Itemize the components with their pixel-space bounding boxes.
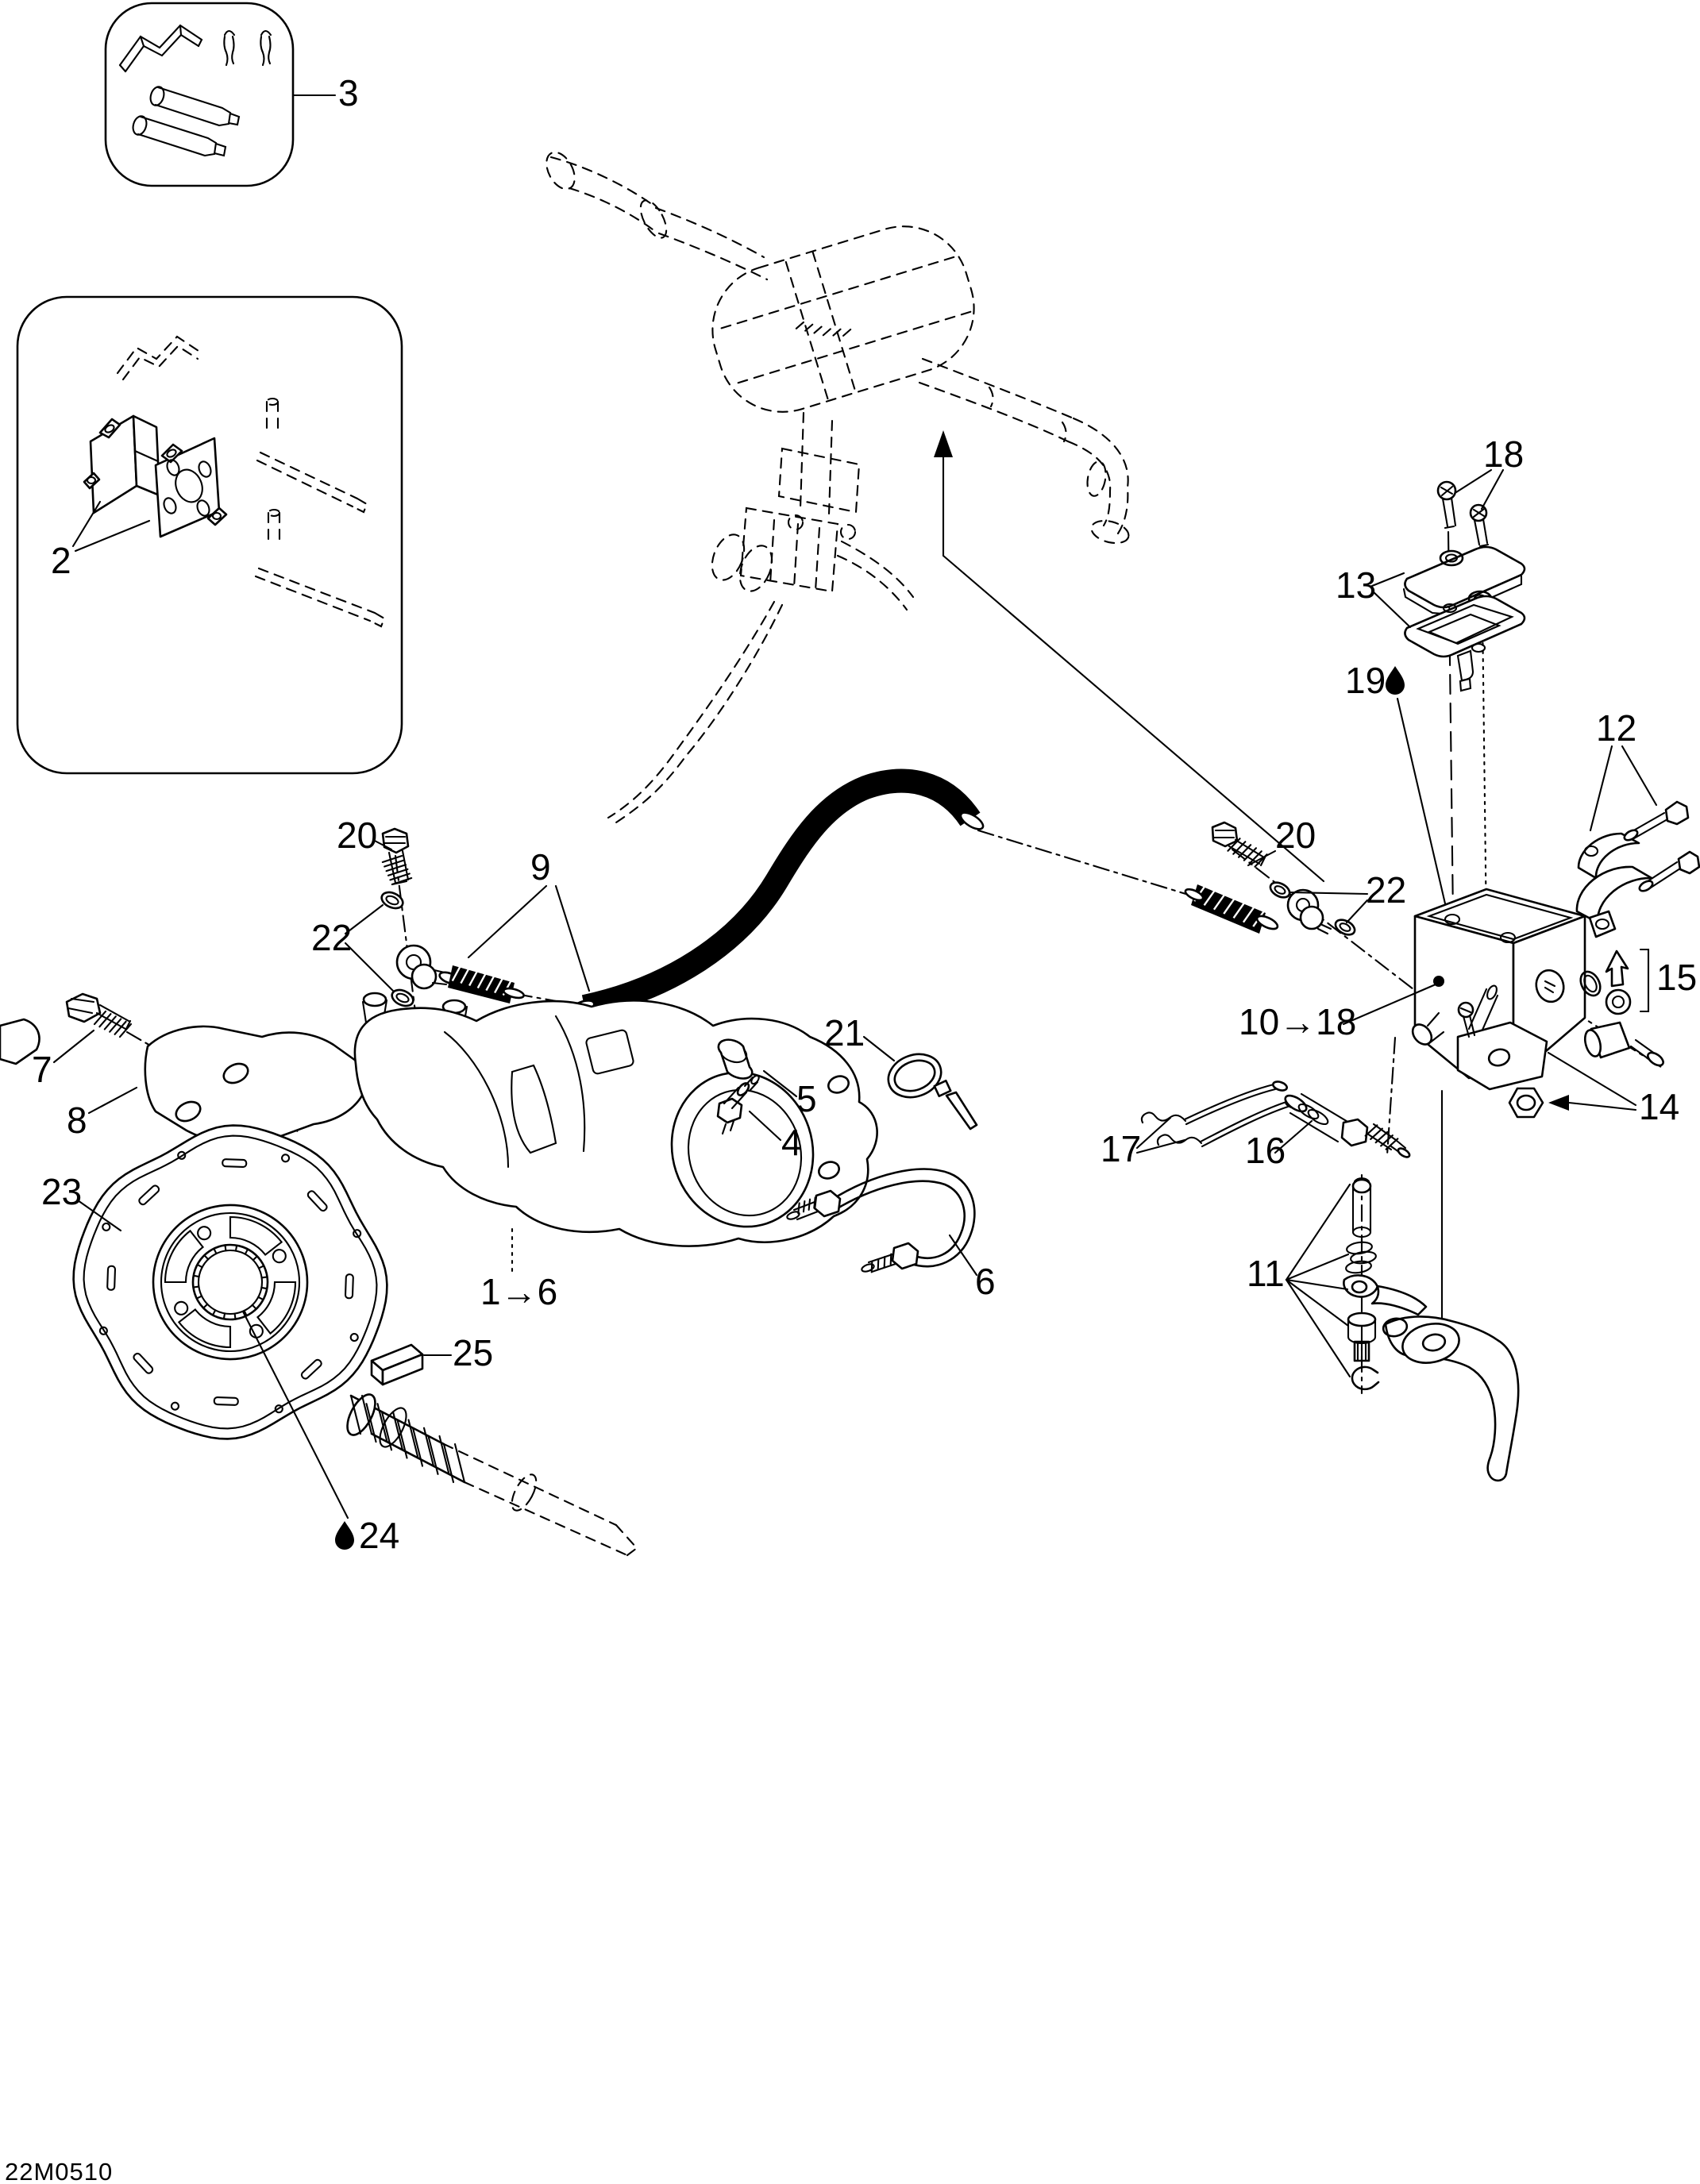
sight-glass bbox=[1535, 969, 1565, 1003]
brake-hose bbox=[569, 768, 985, 1019]
bracket-15 bbox=[1639, 948, 1650, 1013]
callout-19: 19 bbox=[1345, 660, 1386, 701]
brake-pads-box bbox=[16, 295, 403, 775]
callout-20-left: 20 bbox=[337, 815, 377, 856]
switch-housing bbox=[739, 507, 839, 593]
hose-fitting-right bbox=[1184, 883, 1279, 934]
leader-18b bbox=[1480, 468, 1505, 510]
reservoir-screws bbox=[1436, 480, 1490, 548]
brake-cables bbox=[1140, 1080, 1301, 1148]
callout-labels: 3 2 18 13 19 12 20 9 20 22 22 15 10→18 7… bbox=[5, 72, 1697, 2184]
nut-arrow bbox=[1548, 1095, 1569, 1111]
brake-pad-right bbox=[154, 437, 228, 538]
part-code: 22M0510 bbox=[5, 2158, 113, 2184]
boot-and-rod bbox=[1583, 1021, 1664, 1067]
fluid-drop-icon bbox=[1386, 666, 1405, 695]
banjo-fitting-left bbox=[395, 944, 525, 1003]
pad-spring-dashed-icon bbox=[116, 335, 202, 381]
fluid-drop-icon bbox=[335, 1521, 354, 1550]
leader-2b bbox=[74, 519, 151, 553]
handlebar bbox=[545, 151, 1130, 824]
caliper-bracket bbox=[144, 1025, 367, 1146]
banjo-bolt-right bbox=[1211, 821, 1268, 868]
reservoir-gasket bbox=[1404, 595, 1526, 692]
lever-pivot-kit bbox=[1343, 1177, 1428, 1391]
banjo-axis-left bbox=[394, 854, 418, 1026]
callout-2: 2 bbox=[51, 540, 71, 581]
callout-15: 15 bbox=[1656, 957, 1697, 998]
cable-tie bbox=[887, 1053, 978, 1131]
leader-14b bbox=[1547, 1051, 1637, 1107]
drive-shaft bbox=[346, 1393, 638, 1557]
leader-12b bbox=[1621, 745, 1658, 807]
callout-1-6: 1→6 bbox=[480, 1271, 557, 1312]
callout-10-18: 10→18 bbox=[1239, 1001, 1356, 1042]
brake-line bbox=[786, 1168, 976, 1273]
pad-spring-icon bbox=[118, 24, 203, 73]
callout-13: 13 bbox=[1336, 564, 1376, 606]
banjo-fitting-right bbox=[1286, 888, 1332, 935]
woodruff-key bbox=[370, 1343, 424, 1386]
callout-20-right: 20 bbox=[1275, 815, 1316, 856]
handlebar-clamp bbox=[1575, 800, 1700, 938]
leader-18a bbox=[1455, 468, 1493, 494]
callout-8: 8 bbox=[67, 1100, 87, 1141]
lever-nut bbox=[1508, 1087, 1544, 1119]
cotter-pin-icon bbox=[223, 29, 272, 67]
mount-arrow bbox=[934, 430, 1325, 883]
banjo-axis-right bbox=[1231, 848, 1425, 999]
leader-10-18 bbox=[1342, 983, 1437, 1026]
o-ring-right-upper bbox=[1269, 881, 1291, 899]
bushing bbox=[1347, 1312, 1377, 1327]
pad-pins-dashed bbox=[254, 397, 386, 628]
leader-2a bbox=[71, 500, 102, 548]
hose-axis-right bbox=[977, 829, 1193, 897]
leader-13b bbox=[1370, 589, 1412, 629]
service-kit-box bbox=[104, 2, 295, 187]
piston-kit bbox=[1579, 949, 1632, 1015]
pad-pin-icon bbox=[132, 86, 241, 157]
callout-7: 7 bbox=[32, 1049, 52, 1090]
callout-18: 18 bbox=[1483, 433, 1524, 475]
callout-9: 9 bbox=[530, 846, 551, 888]
bleeder-valve bbox=[716, 1074, 760, 1135]
callout-6: 6 bbox=[975, 1261, 996, 1302]
caliper-mount-bolt bbox=[65, 992, 133, 1038]
brake-disc bbox=[72, 1124, 388, 1440]
e-clip bbox=[1351, 1365, 1380, 1391]
o-ring-right-lower bbox=[1334, 919, 1356, 936]
callout-22-left: 22 bbox=[311, 917, 352, 958]
leader-13a bbox=[1370, 572, 1405, 587]
banjo-bolt-left bbox=[381, 827, 413, 886]
leader-12a bbox=[1589, 745, 1613, 832]
callout-5: 5 bbox=[796, 1078, 817, 1119]
handlebar-pad bbox=[711, 225, 975, 413]
leader-lines bbox=[52, 838, 1369, 1520]
bleeder-cap bbox=[717, 1038, 754, 1080]
cable-adjuster bbox=[1284, 1092, 1411, 1158]
caliper-bore bbox=[670, 1071, 815, 1228]
callout-17: 17 bbox=[1101, 1128, 1141, 1169]
cam-lever bbox=[1343, 1274, 1428, 1316]
master-cylinder bbox=[1411, 888, 1586, 1091]
callout-21: 21 bbox=[824, 1012, 865, 1053]
callout-12: 12 bbox=[1596, 707, 1636, 749]
handlebar-cable bbox=[607, 600, 776, 819]
callout-4: 4 bbox=[781, 1122, 802, 1163]
callout-24: 24 bbox=[359, 1515, 399, 1556]
callout-3: 3 bbox=[338, 72, 359, 114]
callout-11: 11 bbox=[1247, 1253, 1285, 1294]
frame-tab bbox=[0, 1018, 40, 1065]
leader-14a bbox=[1567, 1101, 1637, 1111]
callout-25: 25 bbox=[453, 1332, 493, 1373]
callout-16: 16 bbox=[1245, 1130, 1286, 1171]
brake-pad-left bbox=[83, 414, 161, 514]
brake-lever bbox=[1382, 1315, 1520, 1482]
callout-14: 14 bbox=[1639, 1086, 1679, 1127]
pad-logo-hatch bbox=[795, 317, 857, 337]
callout-23: 23 bbox=[41, 1171, 82, 1212]
callout-22-right: 22 bbox=[1366, 869, 1406, 911]
